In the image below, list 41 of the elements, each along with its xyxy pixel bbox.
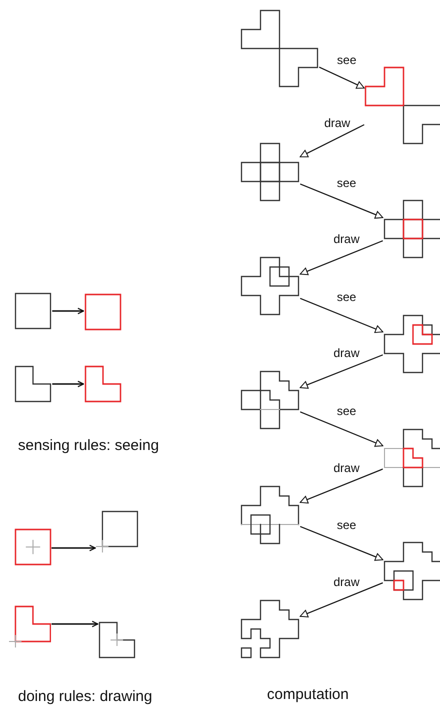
shape-drawing bbox=[382, 428, 440, 488]
arrow bbox=[300, 582, 383, 618]
shape-drawing bbox=[240, 9, 320, 88]
arrow bbox=[300, 240, 383, 276]
edge-label: draw bbox=[332, 576, 360, 589]
shape-drawing bbox=[382, 541, 440, 602]
arrow bbox=[318, 66, 365, 89]
arrow bbox=[52, 308, 84, 314]
shape-drawing bbox=[14, 292, 52, 330]
shape-drawing bbox=[382, 199, 440, 260]
arrow bbox=[300, 411, 384, 447]
arrow bbox=[300, 298, 384, 333]
caption: sensing rules: seeing bbox=[18, 437, 159, 455]
shape-drawing bbox=[240, 256, 300, 316]
arrow bbox=[52, 544, 96, 552]
arrow bbox=[300, 354, 383, 389]
caption: doing rules: drawing bbox=[18, 688, 152, 706]
arrow bbox=[300, 468, 383, 504]
edge-label: draw bbox=[332, 347, 360, 360]
edge-label: draw bbox=[332, 233, 360, 246]
arrow bbox=[300, 183, 384, 219]
shape-drawing bbox=[14, 364, 52, 402]
arrow bbox=[300, 124, 364, 158]
shape-drawing bbox=[98, 621, 136, 660]
arrow bbox=[52, 380, 84, 388]
edge-label: draw bbox=[323, 116, 352, 130]
shape-drawing bbox=[364, 66, 440, 146]
edge-label: draw bbox=[332, 462, 360, 475]
arrow bbox=[52, 620, 98, 628]
shape-drawing bbox=[14, 528, 52, 566]
shape-drawing bbox=[240, 370, 300, 430]
shape-drawing bbox=[240, 598, 300, 658]
shape-drawing bbox=[240, 484, 300, 544]
shape-drawing bbox=[84, 292, 122, 330]
arrow bbox=[300, 526, 384, 561]
shape-drawing bbox=[8, 604, 52, 648]
shape-drawing bbox=[382, 314, 440, 374]
shape-drawing bbox=[84, 364, 122, 402]
shape-drawing bbox=[240, 142, 300, 202]
shape-drawing bbox=[95, 510, 140, 554]
caption: computation bbox=[267, 686, 349, 704]
